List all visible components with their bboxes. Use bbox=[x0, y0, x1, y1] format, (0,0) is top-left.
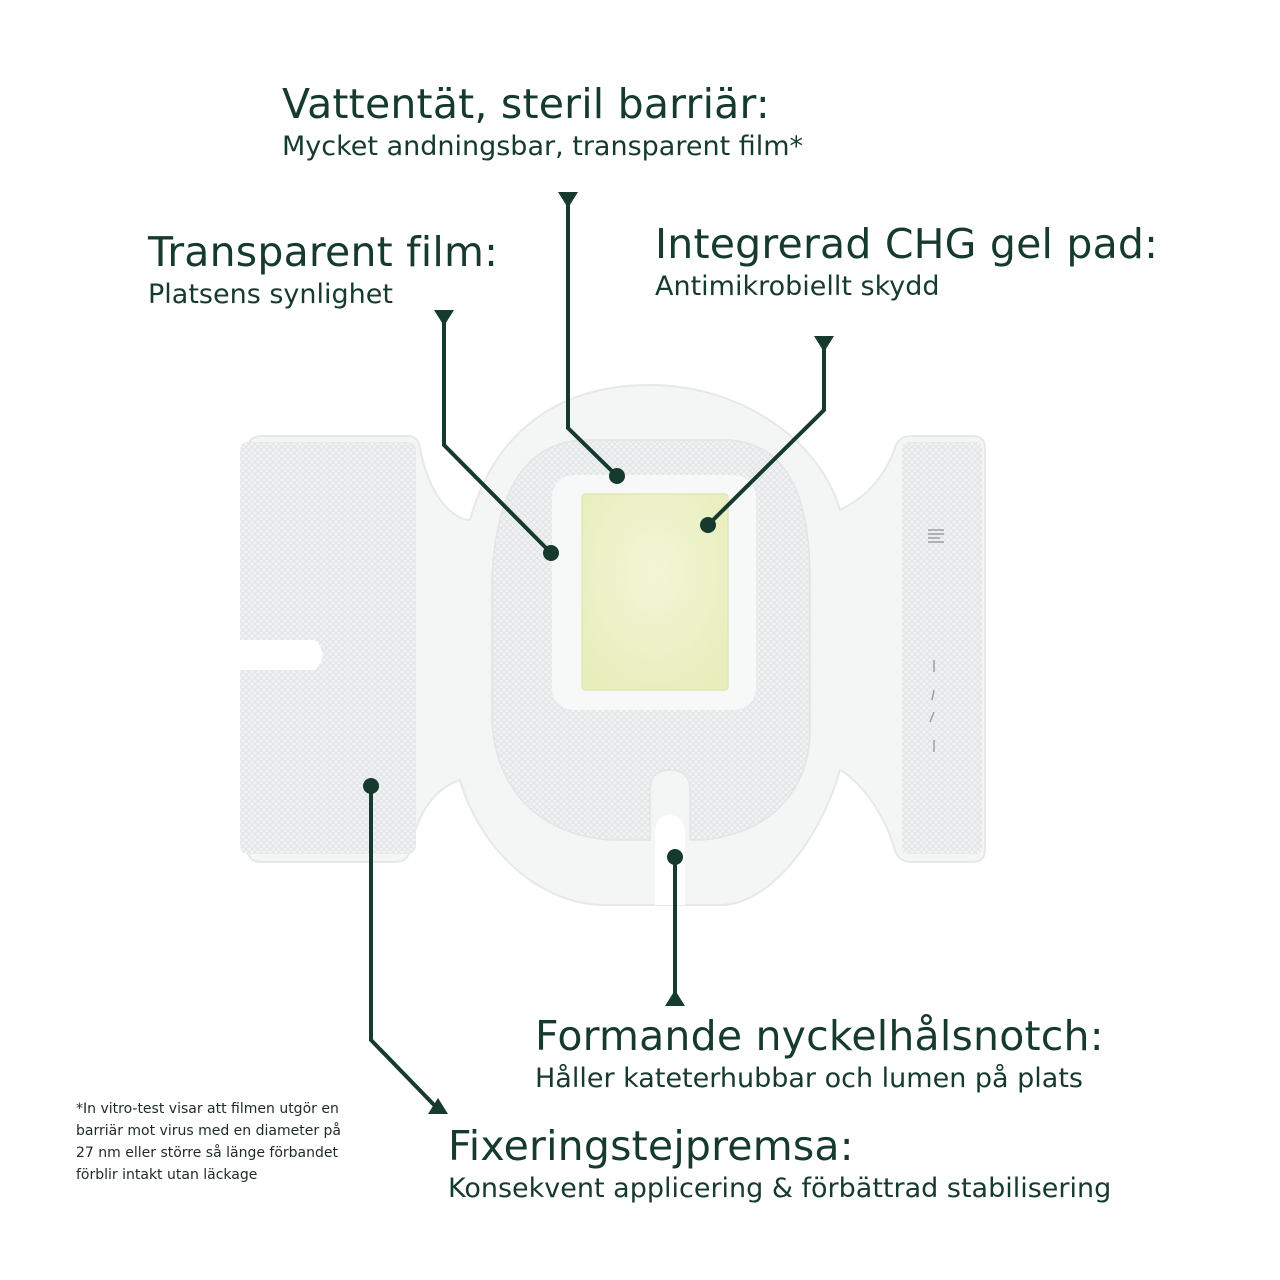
dot-notch bbox=[667, 849, 683, 865]
arrowhead-chg bbox=[814, 336, 834, 352]
leader-chg bbox=[706, 345, 826, 527]
callout-tape: Fixeringstejpremsa: Konsekvent appliceri… bbox=[448, 1122, 1111, 1206]
footnote: *In vitro-test visar att filmen utgör en… bbox=[76, 1101, 342, 1183]
callout-notch-sub: Håller kateterhubbar och lumen på plats bbox=[535, 1063, 1083, 1094]
callout-chg-sub: Antimikrobiellt skydd bbox=[655, 271, 940, 302]
callout-notch: Formande nyckelhålsnotch: Håller kateter… bbox=[535, 1012, 1104, 1096]
callout-barrier: Vattentät, steril barriär: Mycket andnin… bbox=[282, 80, 803, 164]
arrowhead-notch bbox=[665, 990, 685, 1006]
callout-film-title: Transparent film: bbox=[148, 228, 499, 276]
callout-barrier-sub: Mycket andningsbar, transparent film* bbox=[282, 131, 804, 162]
left-notch bbox=[230, 640, 323, 670]
leader-tape bbox=[369, 786, 439, 1110]
leader-barrier bbox=[566, 200, 619, 478]
tape-strip-texture bbox=[240, 442, 416, 854]
strip-markings bbox=[928, 529, 944, 752]
dot-tape bbox=[363, 778, 379, 794]
dot-barrier bbox=[609, 468, 625, 484]
right-strip-texture bbox=[902, 442, 982, 854]
callout-chg: Integrerad CHG gel pad: Antimikrobiellt … bbox=[655, 220, 1158, 304]
dot-chg bbox=[700, 517, 716, 533]
callout-tape-title: Fixeringstejpremsa: bbox=[448, 1122, 854, 1170]
arrowhead-barrier bbox=[558, 192, 578, 208]
callout-notch-title: Formande nyckelhålsnotch: bbox=[535, 1012, 1104, 1060]
arrowhead-film bbox=[434, 310, 454, 326]
callout-chg-title: Integrerad CHG gel pad: bbox=[655, 220, 1159, 268]
leader-film bbox=[442, 318, 553, 555]
callout-film: Transparent film: Platsens synlighet bbox=[148, 228, 498, 312]
callout-film-sub: Platsens synlighet bbox=[148, 279, 393, 310]
callout-tape-sub: Konsekvent applicering & förbättrad stab… bbox=[448, 1173, 1112, 1204]
dot-film bbox=[543, 545, 559, 561]
arrowhead-tape bbox=[428, 1098, 448, 1114]
chg-gel-pad bbox=[581, 493, 729, 691]
callout-barrier-title: Vattentät, steril barriär: bbox=[282, 80, 770, 128]
